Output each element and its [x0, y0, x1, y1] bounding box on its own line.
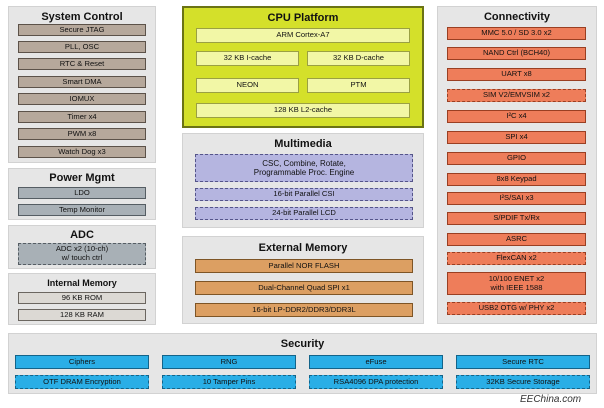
system-control-title: System Control	[41, 11, 123, 23]
parallel-lcd-block: 24-bit Parallel LCD	[195, 207, 413, 220]
rng-block: RNG	[162, 355, 296, 369]
internal-memory-title: Internal Memory	[47, 278, 117, 288]
pwm-block: PWM x8	[18, 128, 146, 140]
icache-block: 32 KB I-cache	[196, 51, 299, 66]
image-engine-block: CSC, Combine, Rotate, Programmable Proc.…	[195, 154, 413, 182]
parallel-csi-block: 16-bit Parallel CSI	[195, 188, 413, 201]
watchdog-block: Watch Dog x3	[18, 146, 146, 158]
ram-block: 128 KB RAM	[18, 309, 146, 321]
mmc-sd-block: MMC 5.0 / SD 3.0 x2	[447, 27, 586, 40]
neon-block: NEON	[196, 78, 299, 93]
arm-cortex-block: ARM Cortex-A7	[196, 28, 410, 43]
external-memory-title: External Memory	[258, 242, 348, 254]
cpu-platform-panel: CPU Platform ARM Cortex-A7 32 KB I-cache…	[182, 6, 424, 128]
adc-title: ADC	[70, 229, 94, 241]
nor-flash-block: Parallel NOR FLASH	[195, 259, 413, 273]
rsa-dpa-block: RSA4096 DPA protection	[309, 375, 443, 389]
secure-storage-block: 32KB Secure Storage	[456, 375, 590, 389]
spdif-block: S/PDIF Tx/Rx	[447, 212, 586, 225]
ldo-block: LDO	[18, 187, 146, 199]
watermark: EEChina.com	[520, 394, 582, 405]
l2cache-block: 128 KB L2-cache	[196, 103, 410, 118]
secure-jtag-block: Secure JTAG	[18, 24, 146, 36]
asrc-block: ASRC	[447, 233, 586, 246]
otf-dram-encryption-block: OTF DRAM Encryption	[15, 375, 149, 389]
i2s-sai-block: I²S/SAI x3	[447, 192, 586, 205]
timer-block: Timer x4	[18, 111, 146, 123]
flexcan-block: FlexCAN x2	[447, 252, 586, 265]
nand-ctrl-block: NAND Ctrl (BCH40)	[447, 47, 586, 60]
pll-osc-block: PLL, OSC	[18, 41, 146, 53]
power-mgmt-title: Power Mgmt	[49, 172, 115, 184]
rtc-reset-block: RTC & Reset	[18, 58, 146, 70]
dcache-block: 32 KB D-cache	[307, 51, 410, 66]
efuse-block: eFuse	[309, 355, 443, 369]
external-memory-panel: External Memory Parallel NOR FLASH Dual-…	[182, 236, 424, 324]
keypad-block: 8x8 Keypad	[447, 173, 586, 186]
adc-block: ADC x2 (10-ch) w/ touch ctrl	[18, 243, 146, 265]
secure-rtc-block: Secure RTC	[456, 355, 590, 369]
sim-block: SIM V2/EMVSIM x2	[447, 89, 586, 102]
connectivity-title: Connectivity	[483, 11, 550, 23]
tamper-pins-block: 10 Tamper Pins	[162, 375, 296, 389]
ddr-block: 16-bit LP-DDR2/DDR3/DDR3L	[195, 303, 413, 317]
cpu-platform-title: CPU Platform	[267, 12, 339, 24]
enet-block: 10/100 ENET x2 with IEEE 1588	[447, 272, 586, 295]
ciphers-block: Ciphers	[15, 355, 149, 369]
ptm-block: PTM	[307, 78, 410, 93]
quad-spi-block: Dual-Channel Quad SPI x1	[195, 281, 413, 295]
rom-block: 96 KB ROM	[18, 292, 146, 304]
smart-dma-block: Smart DMA	[18, 76, 146, 88]
power-mgmt-panel: Power Mgmt LDO Temp Monitor	[8, 168, 156, 220]
internal-memory-panel: Internal Memory 96 KB ROM 128 KB RAM	[8, 273, 156, 325]
i2c-block: I²C x4	[447, 110, 586, 123]
usb-otg-block: USB2 OTG w/ PHY x2	[447, 302, 586, 315]
temp-monitor-block: Temp Monitor	[18, 204, 146, 216]
connectivity-panel: Connectivity MMC 5.0 / SD 3.0 x2 NAND Ct…	[437, 6, 597, 324]
security-panel: Security Ciphers RNG eFuse Secure RTC OT…	[8, 333, 597, 394]
security-title: Security	[280, 338, 325, 350]
system-control-panel: System Control Secure JTAG PLL, OSC RTC …	[8, 6, 156, 163]
iomux-block: IOMUX	[18, 93, 146, 105]
gpio-block: GPIO	[447, 152, 586, 165]
uart-block: UART x8	[447, 68, 586, 81]
spi-block: SPI x4	[447, 131, 586, 144]
multimedia-panel: Multimedia CSC, Combine, Rotate, Program…	[182, 133, 424, 228]
adc-panel: ADC ADC x2 (10-ch) w/ touch ctrl	[8, 225, 156, 269]
multimedia-title: Multimedia	[274, 138, 332, 150]
